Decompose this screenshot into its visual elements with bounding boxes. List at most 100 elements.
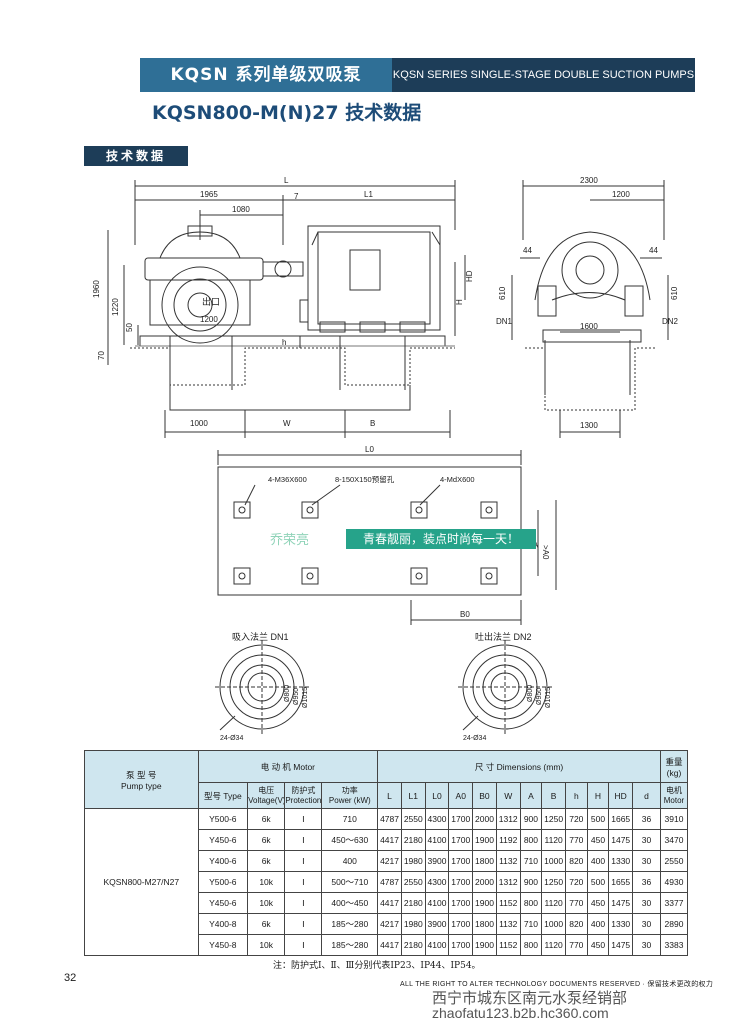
inlet-flange-drawing (215, 640, 309, 734)
watermark-url[interactable]: zhaofatu123.b2b.hc360.com (432, 1005, 609, 1021)
header-dim-L0: L0 (424, 782, 450, 809)
table-cell: Y500-6 (197, 808, 249, 830)
header-dimensions: 尺 寸 Dimensions (mm) (377, 750, 661, 783)
table-cell: 4417 (377, 934, 402, 956)
table-cell: 2180 (400, 829, 426, 851)
dim-50: 50 (125, 323, 134, 332)
table-cell: 4787 (377, 808, 402, 830)
table-cell: 1330 (608, 850, 634, 872)
dim-L: L (284, 176, 289, 185)
ad-slogan-banner[interactable]: 青春靓丽，装点时尚每一天！ (346, 529, 536, 549)
table-cell: Ⅰ (284, 934, 323, 956)
header-dim-HD: HD (608, 782, 634, 809)
dim-610-left: 610 (498, 286, 507, 300)
header-dim-H: H (586, 782, 610, 809)
table-cell: 4930 (660, 871, 688, 893)
dim-A0: >A0 (541, 545, 550, 560)
table-cell: 710 (519, 850, 543, 872)
dim-1300: 1300 (580, 421, 598, 430)
table-cell: 1980 (400, 913, 426, 935)
header-voltage-cn: 电压 (258, 785, 275, 795)
table-cell: 450 (586, 934, 610, 956)
inlet-dim-950: Ø950 (293, 688, 300, 705)
series-title-en: KQSN SERIES SINGLE-STAGE DOUBLE SUCTION … (392, 58, 695, 92)
table-cell: Ⅰ (284, 829, 323, 851)
header-motor: 电 动 机 Motor (197, 750, 379, 783)
table-cell: 1312 (495, 871, 521, 893)
table-cell: 6k (247, 850, 286, 872)
table-cell: 1120 (541, 892, 566, 914)
table-cell: 1800 (472, 850, 497, 872)
dim-1200: 1200 (200, 315, 218, 324)
table-cell: 770 (564, 934, 588, 956)
table-cell: 1475 (608, 829, 634, 851)
dn1-label: DN1 (496, 317, 513, 326)
dim-L1: L1 (364, 190, 373, 199)
table-cell: 1900 (472, 892, 497, 914)
dim-H: H (455, 299, 464, 305)
dim-44-right: 44 (649, 246, 658, 255)
table-cell: Ⅰ (284, 808, 323, 830)
table-cell: 1980 (400, 850, 426, 872)
table-cell: 1132 (495, 850, 521, 872)
page-title: KQSN800-M(N)27 技术数据 (152, 102, 422, 124)
dim-70: 70 (97, 351, 106, 360)
outlet-flange-drawing (458, 640, 552, 734)
table-cell: 1475 (608, 934, 634, 956)
table-cell: 30 (632, 892, 661, 914)
table-cell: 3900 (424, 913, 450, 935)
table-cell: 1132 (495, 913, 521, 935)
header-dim-L: L (377, 782, 402, 809)
table-cell: 185～280 (321, 934, 379, 956)
table-cell: 3470 (660, 829, 688, 851)
dn2-label: DN2 (662, 317, 679, 326)
table-cell: 4300 (424, 808, 450, 830)
table-cell: Y450-8 (197, 934, 249, 956)
header-pump-en: Pump type (120, 780, 162, 791)
table-cell: 30 (632, 850, 661, 872)
header-motor-weight-en: Motor (663, 795, 685, 805)
table-cell: 1312 (495, 808, 521, 830)
table-cell: 4787 (377, 871, 402, 893)
table-cell: 1192 (495, 829, 521, 851)
table-cell: 4300 (424, 871, 450, 893)
table-cell: 1700 (448, 892, 474, 914)
table-cell: 500 (586, 871, 610, 893)
table-cell: 2000 (472, 871, 497, 893)
table-cell: 4417 (377, 829, 402, 851)
table-cell: 1330 (608, 913, 634, 935)
table-cell: 185～280 (321, 913, 379, 935)
header-dim-h: h (564, 782, 588, 809)
table-cell: 770 (564, 892, 588, 914)
table-cell: 770 (564, 829, 588, 851)
table-cell: 1655 (608, 871, 634, 893)
inlet-holes-label: 24-Ø34 (220, 735, 243, 742)
dim-A: A (533, 541, 539, 550)
header-power-cn: 功率 (341, 785, 358, 795)
table-cell: Y450-6 (197, 892, 249, 914)
table-cell: 1700 (448, 913, 474, 935)
header-dim-A: A (519, 782, 543, 809)
table-cell: 3900 (424, 850, 450, 872)
header-pump-cn: 泵 型 号 (126, 769, 157, 780)
header-protection-en: Protection (285, 795, 322, 805)
dim-L0: L0 (365, 445, 374, 454)
table-cell: 1000 (541, 913, 566, 935)
table-cell: 2890 (660, 913, 688, 935)
table-cell: 3377 (660, 892, 688, 914)
table-cell: 1700 (448, 934, 474, 956)
table-cell: 450 (586, 829, 610, 851)
header-power-en: Power (kW) (328, 795, 371, 805)
header-dim-L1: L1 (400, 782, 426, 809)
table-cell: 1250 (541, 808, 566, 830)
table-cell: 820 (564, 850, 588, 872)
table-cell: 6k (247, 808, 286, 830)
header-dim-A0: A0 (448, 782, 474, 809)
